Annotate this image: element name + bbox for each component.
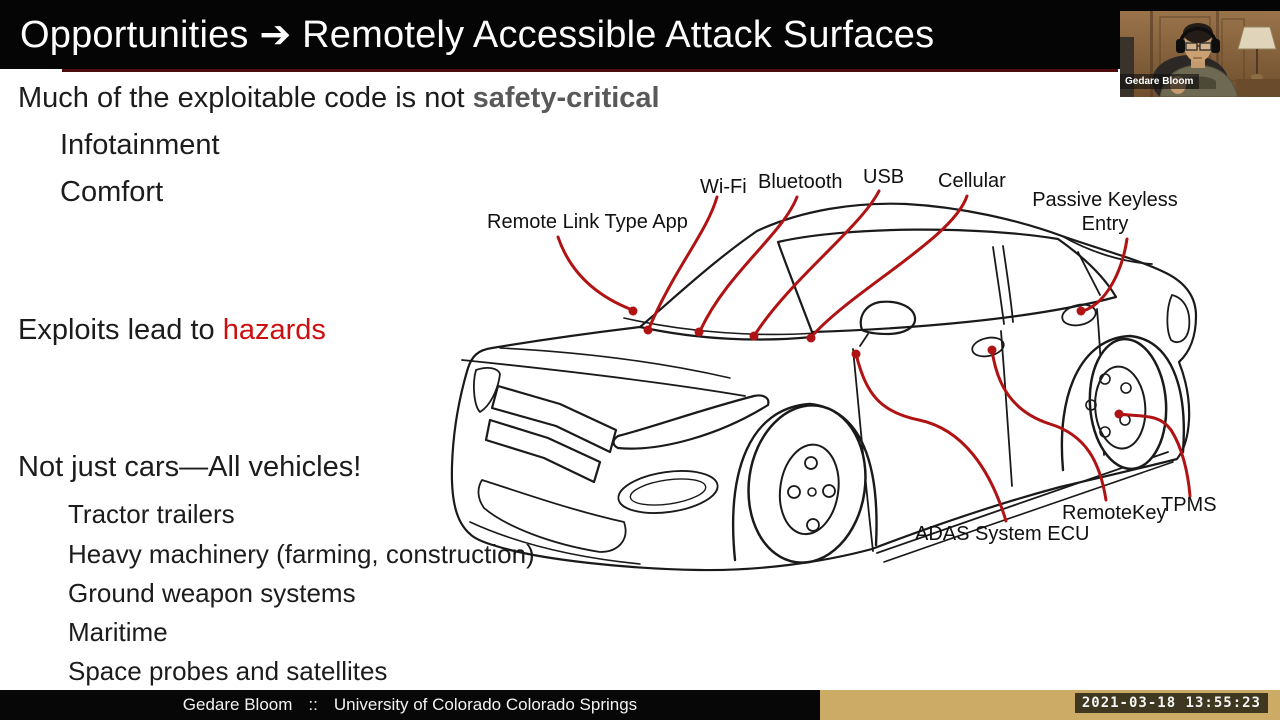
bullet-comfort: Comfort [60, 176, 164, 208]
webcam-video: Gedare Bloom [1120, 11, 1280, 97]
label-remote-link-type-app: Remote Link Type App [487, 211, 688, 233]
footer-separator: :: [308, 695, 318, 714]
footer-presenter-name: Gedare Bloom [182, 695, 293, 714]
label-cellular: Cellular [938, 170, 1006, 192]
label-tpms: TPMS [1161, 494, 1217, 516]
label-wifi: Wi-Fi [700, 176, 747, 198]
bullet-ground-weapon-systems: Ground weapon systems [68, 578, 356, 608]
label-remotekey: RemoteKey [1062, 502, 1167, 524]
annotation-leader-lines [556, 189, 1192, 523]
label-passive-keyless-entry: Passive Keyless Entry [1030, 188, 1180, 236]
bullet-maritime: Maritime [68, 617, 168, 647]
bullet-infotainment: Infotainment [60, 129, 220, 161]
bullet-tractor-trailers: Tractor trailers [68, 499, 235, 529]
label-usb: USB [863, 166, 905, 188]
hazards-highlight: hazards [222, 314, 326, 346]
bullet-heavy-machinery: Heavy machinery (farming, construction) [68, 539, 535, 569]
slide-title-bar: Opportunities ➔ Remotely Accessible Atta… [0, 0, 1280, 69]
safety-critical-highlight: safety-critical [472, 82, 660, 114]
label-adas-system-ecu: ADAS System ECU [915, 523, 1090, 545]
title-underline [62, 69, 1118, 72]
bullet-space-probes: Space probes and satellites [68, 656, 388, 686]
label-passive-keyless-line1: Passive Keyless [1032, 189, 1178, 211]
footer-affiliation: University of Colorado Colorado Springs [333, 695, 638, 714]
line2-prefix: Exploits lead to [18, 314, 223, 346]
slide-line-exploits: Exploits lead to hazards [18, 314, 326, 347]
annotation-endpoint-dots [628, 306, 1124, 419]
label-passive-keyless-line2: Entry [1081, 213, 1129, 235]
recording-timestamp: 2021-03-18 13:55:23 [1074, 693, 1268, 713]
slide-title: Opportunities ➔ Remotely Accessible Atta… [20, 14, 935, 56]
webcam-name-badge: Gedare Bloom [1120, 74, 1200, 89]
line1-prefix: Much of the exploitable code is not [18, 82, 473, 114]
label-bluetooth: Bluetooth [758, 171, 843, 193]
footer-bar: Gedare Bloom :: University of Colorado C… [0, 690, 820, 720]
slide-line-exploitable-code: Much of the exploitable code is not safe… [18, 82, 660, 115]
slide-line-not-just-cars: Not just cars—All vehicles! [18, 451, 362, 483]
